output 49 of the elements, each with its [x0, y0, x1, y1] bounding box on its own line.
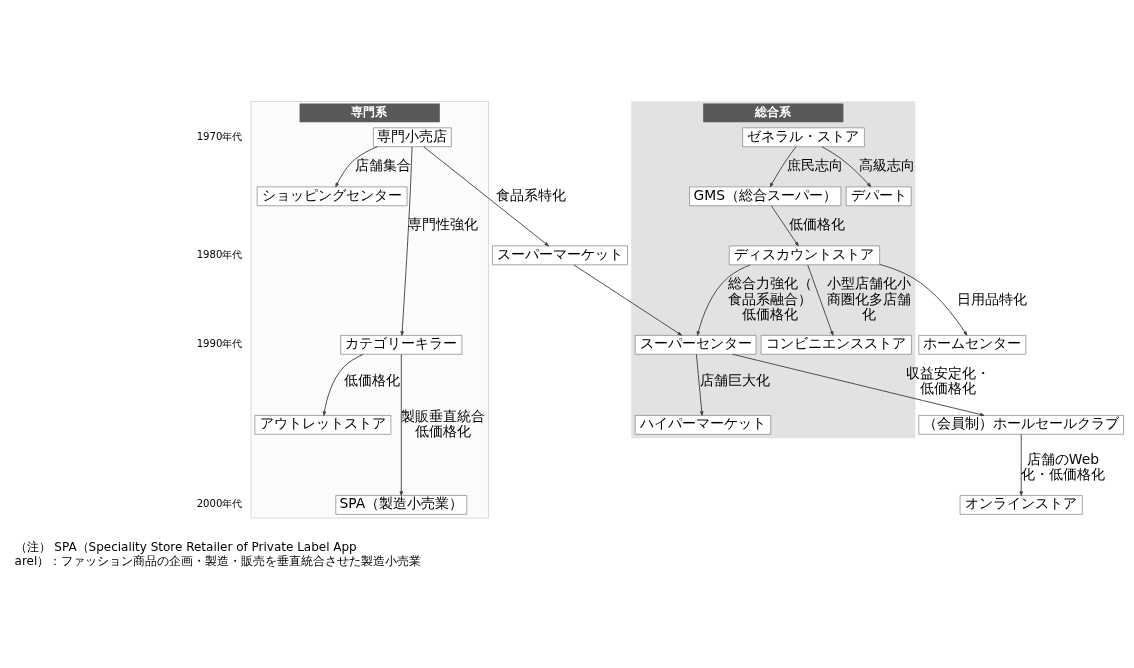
node-box: ディスカウントストア	[728, 245, 880, 266]
arrow	[696, 264, 751, 336]
arrow	[322, 353, 364, 416]
node-box: アウトレットストア	[254, 415, 392, 435]
arrow	[1019, 433, 1023, 496]
edge-label: 総合力強化（食品系融合）低価格化	[728, 275, 813, 322]
node-box: ショッピングセンター	[256, 186, 408, 207]
label: 1970年代	[196, 130, 243, 142]
arrow	[400, 146, 413, 336]
label: 1980年代	[196, 248, 243, 260]
arrow	[821, 146, 872, 188]
node-box: オンラインストア	[959, 495, 1083, 515]
edge-label: 店舗集合	[355, 157, 412, 174]
node-box: ホームセンター	[918, 335, 1027, 355]
edge-label: 低価格化	[344, 372, 401, 389]
node-box: 専門小売店	[373, 127, 452, 148]
edge-label: 庶民志向	[786, 157, 843, 174]
label: 2000年代	[196, 498, 243, 510]
edge-label: 店舗のWeb化・低価格化	[1020, 450, 1105, 482]
arrow	[695, 353, 704, 416]
edge-label: 製販垂直統合低価格化	[401, 407, 486, 439]
edge-label: 小型店舗化小商圏化多店舗化	[827, 275, 912, 322]
edge-label: 店舗巨大化	[700, 372, 771, 389]
node-box: SPA（製造小売業）	[335, 495, 468, 515]
arrow	[732, 353, 985, 417]
node-box: （会員制）ホールセールクラブ	[918, 415, 1124, 435]
edge-label: 専門性強化	[408, 216, 479, 233]
arrow	[879, 263, 968, 336]
node-box: スーパーセンター	[634, 335, 757, 355]
label: （注） SPA（Speciality Store Retailer of Private Label Apparel）：ファッション商品の企画・製造・販売を垂直統合させた製造小売業	[14, 540, 422, 568]
node-box: カテゴリーキラー	[340, 335, 463, 355]
edge-label: 高級志向	[858, 157, 915, 174]
edge-label: 低価格化	[789, 216, 846, 233]
node-box: コンビニエンスストア	[760, 335, 912, 355]
arrow	[335, 146, 378, 188]
arrow	[769, 146, 797, 188]
edge-label: 日用品特化	[957, 290, 1028, 307]
node-box: GMS（総合スーパー）	[689, 186, 842, 207]
node-box: デパート	[845, 186, 912, 207]
arrow	[423, 146, 550, 247]
edge-label: 食品系特化	[495, 186, 566, 203]
node-box: ゼネラル・ストア	[742, 127, 865, 148]
arrow	[770, 205, 799, 247]
node-box: ハイパーマーケット	[634, 415, 772, 435]
arrow	[399, 353, 404, 496]
arrow	[573, 264, 683, 336]
node-box: スーパーマーケット	[492, 245, 628, 266]
arrow	[807, 264, 834, 336]
label: 1990年代	[196, 338, 243, 350]
